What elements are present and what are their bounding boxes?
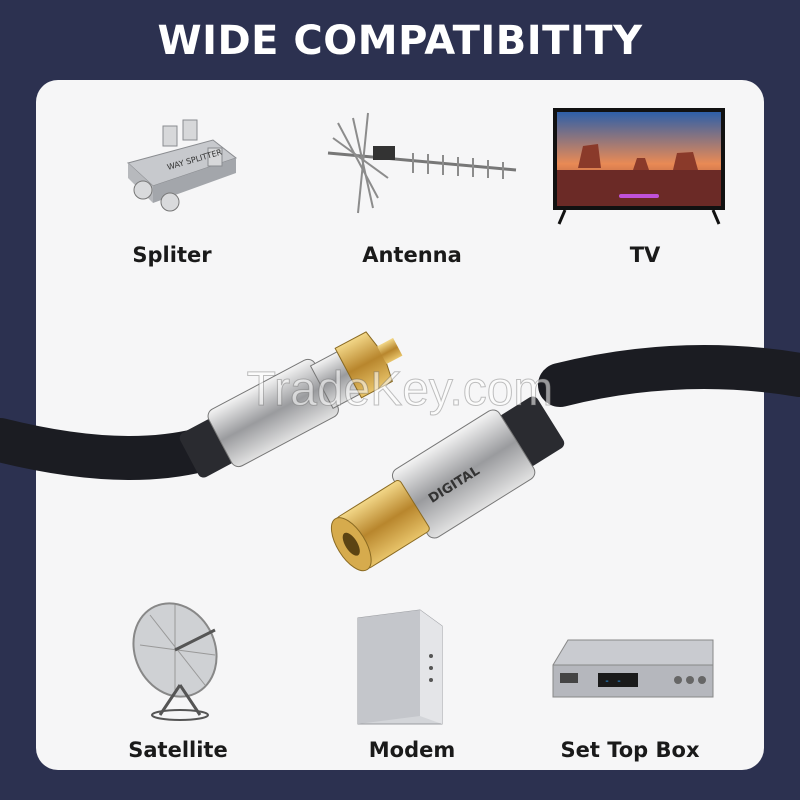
item-label-satellite: Satellite	[128, 738, 228, 762]
svg-text:- -: - -	[604, 676, 622, 687]
tv-icon	[553, 108, 725, 225]
item-label-tv: TV	[629, 243, 661, 267]
item-label-spliter: Spliter	[132, 243, 212, 267]
coaxial-cable: DIGITAL	[0, 331, 800, 572]
set-top-box-icon: - -	[552, 639, 714, 698]
item-label-set-top-box: Set Top Box	[560, 738, 700, 762]
antenna-icon	[327, 112, 517, 214]
modem-icon	[357, 609, 443, 725]
page-title: WIDE COMPATIBITITY	[157, 18, 643, 64]
splitter-icon: WAY SPLITTER	[126, 119, 238, 212]
satellite-dish-icon	[132, 602, 218, 721]
item-label-antenna: Antenna	[362, 243, 462, 267]
item-label-modem: Modem	[368, 738, 456, 762]
